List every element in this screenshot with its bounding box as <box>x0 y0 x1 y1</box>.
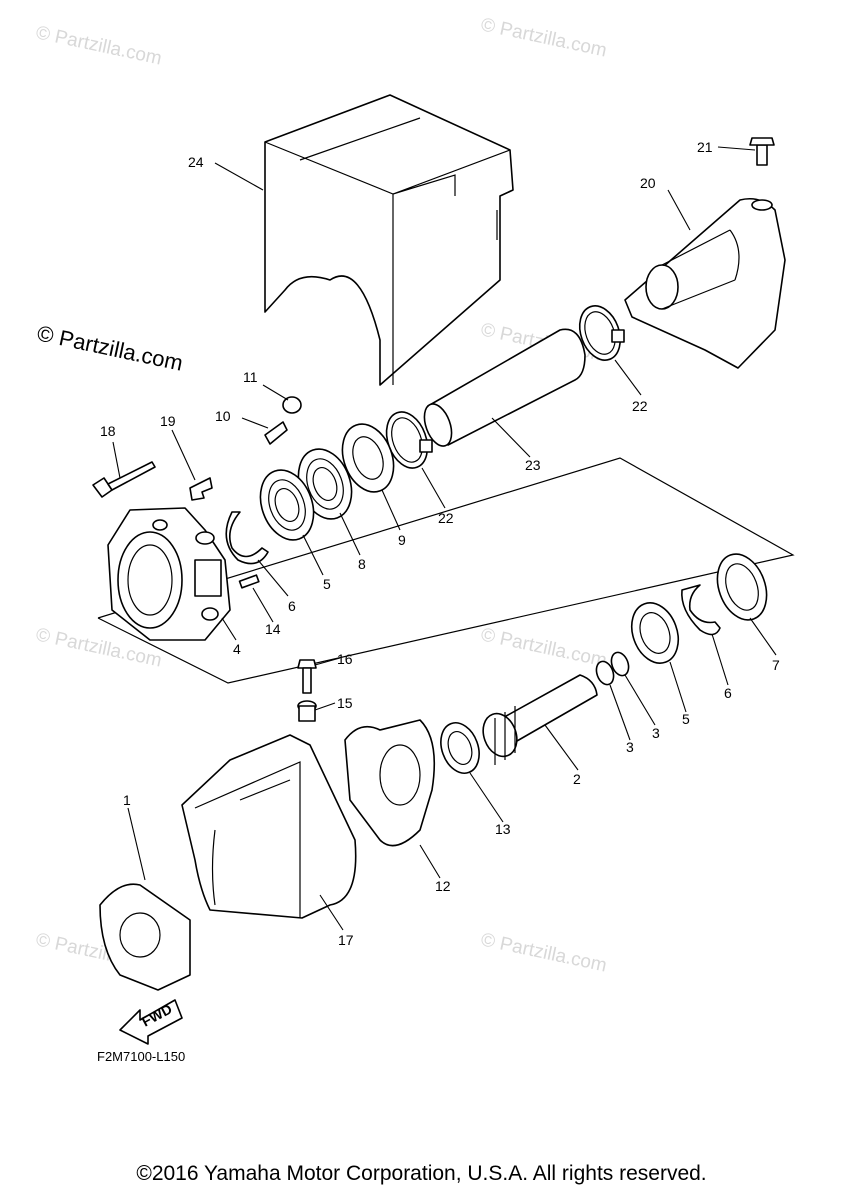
leader-lines <box>112 146 777 931</box>
callout-14: 14 <box>265 621 281 637</box>
part-24-cover <box>264 94 514 386</box>
callout-5-lower: 5 <box>682 711 690 727</box>
part-11-cap <box>282 396 302 414</box>
callout-21: 21 <box>697 139 713 155</box>
part-18-bolt <box>92 461 156 498</box>
part-2-shaft <box>482 674 598 765</box>
part-16-bolt <box>297 659 317 694</box>
callout-19: 19 <box>160 413 176 429</box>
callout-22-top: 22 <box>632 398 648 414</box>
callout-17: 17 <box>338 932 354 948</box>
callout-11: 11 <box>243 369 258 385</box>
callouts: 24 20 21 22 23 22 9 8 5 6 14 4 11 10 18 … <box>100 139 780 948</box>
watermark-text: © Partzilla.com <box>479 624 609 671</box>
part-22-clamp-lower <box>385 411 433 469</box>
part-5-bearing-upper <box>259 469 315 541</box>
callout-3-b: 3 <box>626 739 634 755</box>
callout-2: 2 <box>573 771 581 787</box>
callout-16: 16 <box>337 651 353 667</box>
part-23-hose <box>423 328 586 447</box>
callout-6-upper: 6 <box>288 598 296 614</box>
part-10-fitting <box>264 421 288 445</box>
part-3-o-ring-b <box>595 660 615 686</box>
fwd-arrow-icon: FWD <box>119 999 183 1045</box>
part-4-housing <box>107 507 231 641</box>
part-9-seal <box>341 423 395 493</box>
callout-6-lower: 6 <box>724 685 732 701</box>
copyright-notice: ©2016 Yamaha Motor Corporation, U.S.A. A… <box>136 1162 707 1185</box>
callout-15: 15 <box>337 695 353 711</box>
part-12-impeller <box>344 719 436 847</box>
part-17-grate-housing <box>181 734 357 919</box>
part-15-collar <box>297 700 317 722</box>
callout-24: 24 <box>188 154 204 170</box>
watermark-text-large: © Partzilla.com <box>35 320 185 375</box>
subassembly-frame <box>97 457 795 684</box>
part-19-clip <box>189 477 213 501</box>
callout-10: 10 <box>215 408 231 424</box>
part-13-spacer <box>440 722 480 774</box>
part-20-nozzle <box>624 137 786 369</box>
part-6-circlip-lower <box>681 584 721 636</box>
callout-23: 23 <box>525 457 541 473</box>
part-7-bearing <box>716 553 768 621</box>
callout-5-upper: 5 <box>323 576 331 592</box>
callout-7: 7 <box>772 657 780 673</box>
callout-13: 13 <box>495 821 511 837</box>
diagram-code: F2M7100-L150 <box>97 1049 186 1064</box>
part-3-o-ring-a <box>610 651 630 677</box>
watermark-text: © Partzilla.com <box>479 929 609 976</box>
callout-9: 9 <box>398 532 406 548</box>
callout-3-a: 3 <box>652 725 660 741</box>
part-5-bearing-lower <box>630 602 680 664</box>
callout-1: 1 <box>123 792 131 808</box>
part-6-circlip-upper <box>225 511 269 565</box>
callout-20: 20 <box>640 175 656 191</box>
callout-18: 18 <box>100 423 116 439</box>
part-14-pin <box>238 574 260 589</box>
callout-4: 4 <box>233 641 241 657</box>
part-1-ride-plate <box>99 883 191 991</box>
callout-22-lower: 22 <box>438 510 454 526</box>
watermark-text: © Partzilla.com <box>479 14 609 61</box>
callout-12: 12 <box>435 878 451 894</box>
watermark-text: © Partzilla.com <box>34 22 164 69</box>
part-22-clamp-top <box>578 305 625 361</box>
callout-8: 8 <box>358 556 366 572</box>
